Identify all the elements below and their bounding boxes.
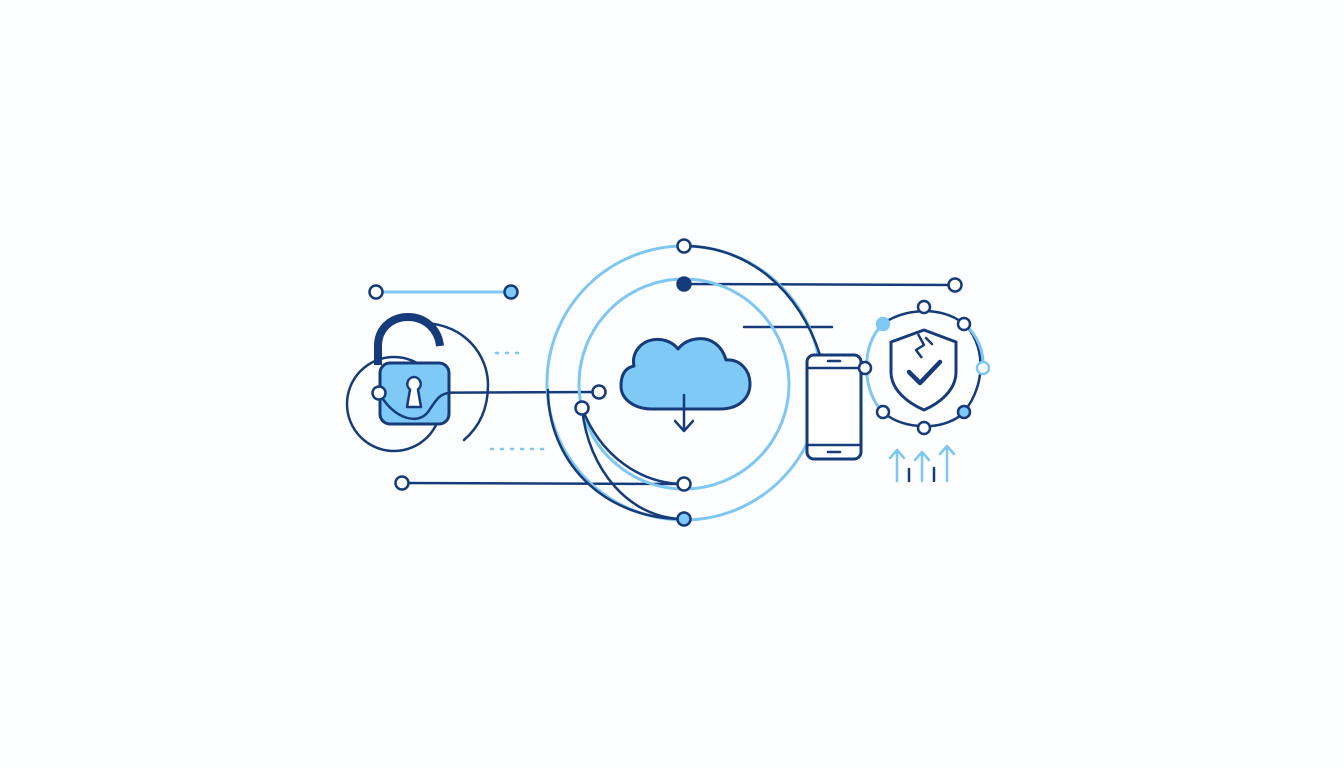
node-lock-wire — [371, 385, 387, 401]
node-top-right — [947, 277, 963, 293]
shield-crack-branch — [924, 336, 934, 346]
node-shield-lower-left — [875, 404, 891, 420]
shield-outline — [889, 328, 958, 412]
arrow-2-head — [913, 450, 931, 462]
node-bottom-left — [394, 475, 410, 491]
download-arrow-head — [673, 419, 695, 433]
shield-crack — [914, 333, 926, 359]
padlock-shackle — [374, 312, 444, 365]
shield-check-icon — [889, 328, 958, 412]
lower-left-dark-arc — [546, 388, 686, 521]
node-ring-top — [676, 238, 692, 254]
node-ring-bottom-outer — [676, 511, 692, 527]
shield-checkmark — [906, 359, 943, 386]
node-shield-upper-right — [956, 316, 972, 332]
inner-dark-arc — [580, 406, 686, 486]
bottom-left-connector — [400, 481, 686, 486]
node-shield-upper-left — [875, 316, 891, 332]
cloud-shape — [619, 337, 752, 411]
nodes — [368, 238, 991, 527]
outer-ring-dark-arc — [682, 244, 822, 357]
upload-arrows-icon — [888, 444, 956, 483]
node-shield-left — [857, 360, 873, 376]
node-top-left — [368, 284, 384, 300]
node-shield-lower-right — [956, 404, 972, 420]
top-right-connector — [682, 282, 957, 287]
cloud-download-icon — [619, 337, 752, 433]
node-shield-bottom — [916, 420, 932, 436]
phone-body — [805, 353, 863, 461]
node-ring-top-solid — [676, 276, 692, 292]
node-center-left — [591, 384, 607, 400]
arrow-3-head — [938, 444, 956, 456]
node-shield-top — [916, 299, 932, 315]
node-ring-bottom-inner — [676, 476, 692, 492]
padlock-wire — [377, 391, 451, 421]
padlock-ring-arc — [423, 321, 490, 442]
arrow-1-head — [888, 448, 906, 460]
node-center-left-lower — [574, 400, 590, 416]
outer-ring-dark-arc-lower — [580, 406, 686, 521]
node-shield-right — [975, 360, 991, 376]
node-top-left-end — [503, 284, 519, 300]
smartphone-icon — [805, 353, 863, 461]
open-padlock-icon — [345, 312, 490, 453]
padlock-keyhole — [405, 375, 423, 409]
